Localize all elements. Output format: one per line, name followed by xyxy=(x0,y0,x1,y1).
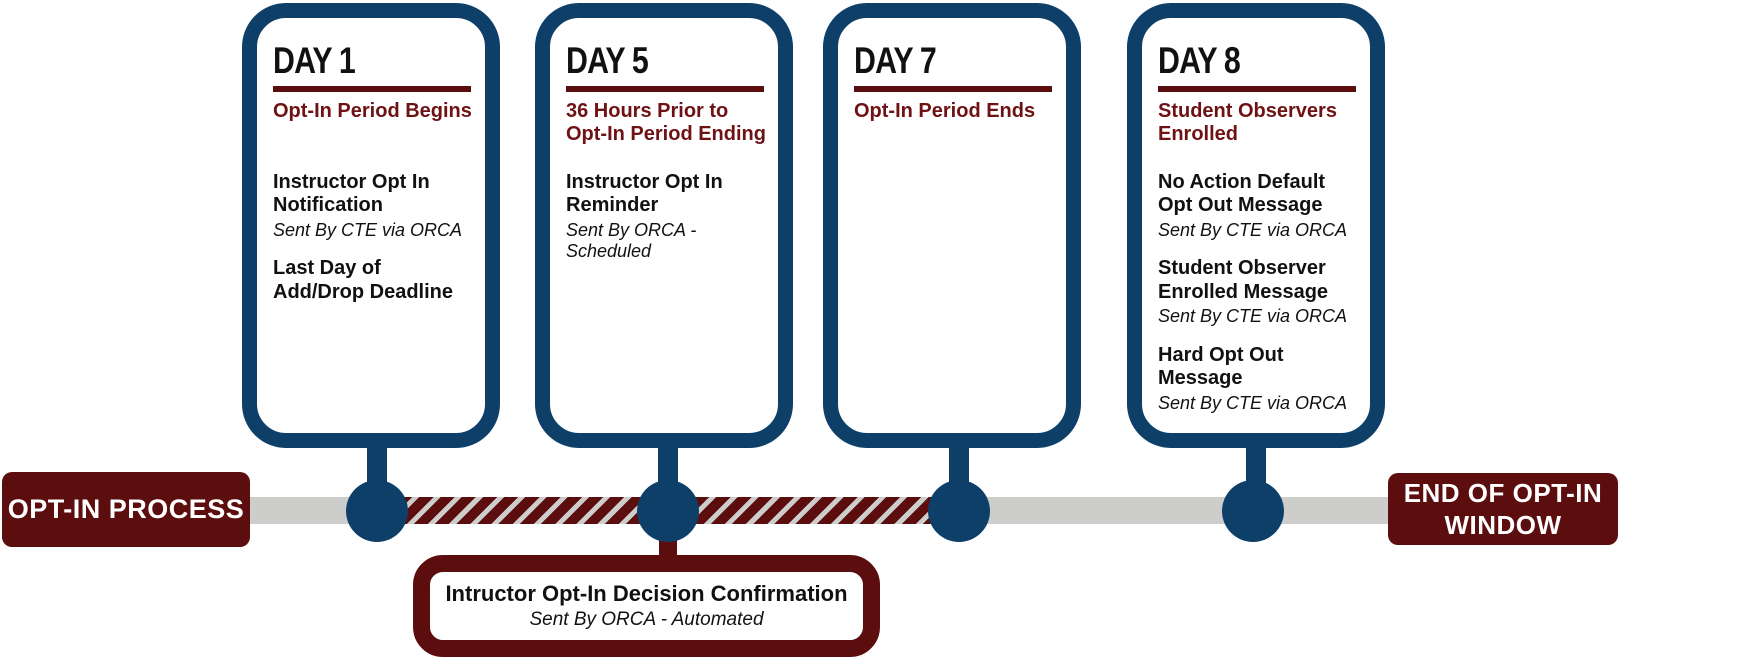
end-label-text: END OF OPT-IN WINDOW xyxy=(1403,477,1603,541)
connector-day1 xyxy=(367,440,387,488)
timeline-start-label: OPT-IN PROCESS xyxy=(2,472,250,547)
card-day-1: DAY 1 Opt-In Period Begins Instructor Op… xyxy=(242,3,500,448)
connector-day5 xyxy=(658,440,678,488)
list-item: Instructor Opt In Reminder Sent By ORCA … xyxy=(566,171,766,263)
item-title: Instructor Opt In Notification xyxy=(273,171,430,217)
timeline-node-day8 xyxy=(1222,480,1284,542)
item-note: Sent By ORCA - Scheduled xyxy=(566,219,697,262)
confirmation-note-title: Intructor Opt-In Decision Confirmation xyxy=(445,580,848,606)
card-day-8-title: DAY 8 xyxy=(1158,40,1241,81)
list-item: No Action Default Opt Out Message Sent B… xyxy=(1158,171,1358,241)
item-note: Sent By CTE via ORCA xyxy=(273,219,463,240)
card-day-8: DAY 8 Student Observers Enrolled No Acti… xyxy=(1127,3,1385,448)
timeline-end-label: END OF OPT-IN WINDOW xyxy=(1388,473,1618,545)
list-item: Hard Opt Out Message Sent By CTE via ORC… xyxy=(1158,344,1358,414)
card-day-7-title: DAY 7 xyxy=(854,40,937,81)
card-day-1-items: Instructor Opt In Notification Sent By C… xyxy=(273,171,473,304)
card-day-5-title: DAY 5 xyxy=(566,40,649,81)
card-day-8-items: No Action Default Opt Out Message Sent B… xyxy=(1158,171,1358,414)
list-item: Student Observer Enrolled Message Sent B… xyxy=(1158,257,1358,327)
confirmation-note-subtitle: Sent By ORCA - Automated xyxy=(529,609,764,631)
card-day-5-rule xyxy=(566,86,764,92)
item-title: Student Observer Enrolled Message xyxy=(1158,257,1329,303)
item-note: Sent By CTE via ORCA xyxy=(1158,219,1348,240)
timeline-node-day7 xyxy=(928,480,990,542)
card-day-8-rule xyxy=(1158,86,1356,92)
card-day-5-items: Instructor Opt In Reminder Sent By ORCA … xyxy=(566,171,766,263)
item-note: Sent By CTE via ORCA xyxy=(1158,306,1348,327)
timeline-node-day5 xyxy=(637,480,699,542)
card-day-1-rule xyxy=(273,86,471,92)
list-item: Instructor Opt In Notification Sent By C… xyxy=(273,171,473,241)
card-day-7: DAY 7 Opt-In Period Ends xyxy=(823,3,1081,448)
card-day-5: DAY 5 36 Hours Prior to Opt-In Period En… xyxy=(535,3,793,448)
list-item: Last Day of Add/Drop Deadline xyxy=(273,257,473,304)
confirmation-note-box: Intructor Opt-In Decision Confirmation S… xyxy=(413,555,880,657)
start-label-text: OPT-IN PROCESS xyxy=(7,494,245,524)
connector-day8 xyxy=(1246,440,1266,488)
item-title: Hard Opt Out Message xyxy=(1158,343,1284,390)
item-title: Instructor Opt In Reminder xyxy=(566,171,723,217)
card-day-8-subtitle: Student Observers Enrolled xyxy=(1158,100,1337,146)
card-day-1-subtitle: Opt-In Period Begins xyxy=(273,100,472,122)
item-title: Last Day of Add/Drop Deadline xyxy=(273,257,454,303)
card-day-7-rule xyxy=(854,86,1052,92)
timeline-node-day1 xyxy=(346,480,408,542)
card-day-7-subtitle: Opt-In Period Ends xyxy=(854,100,1036,122)
connector-day7 xyxy=(949,440,969,488)
item-note: Sent By CTE via ORCA xyxy=(1158,392,1348,413)
card-day-1-title: DAY 1 xyxy=(273,40,356,81)
item-title: No Action Default Opt Out Message xyxy=(1158,171,1326,217)
card-day-5-subtitle: 36 Hours Prior to Opt-In Period Ending xyxy=(566,100,766,146)
